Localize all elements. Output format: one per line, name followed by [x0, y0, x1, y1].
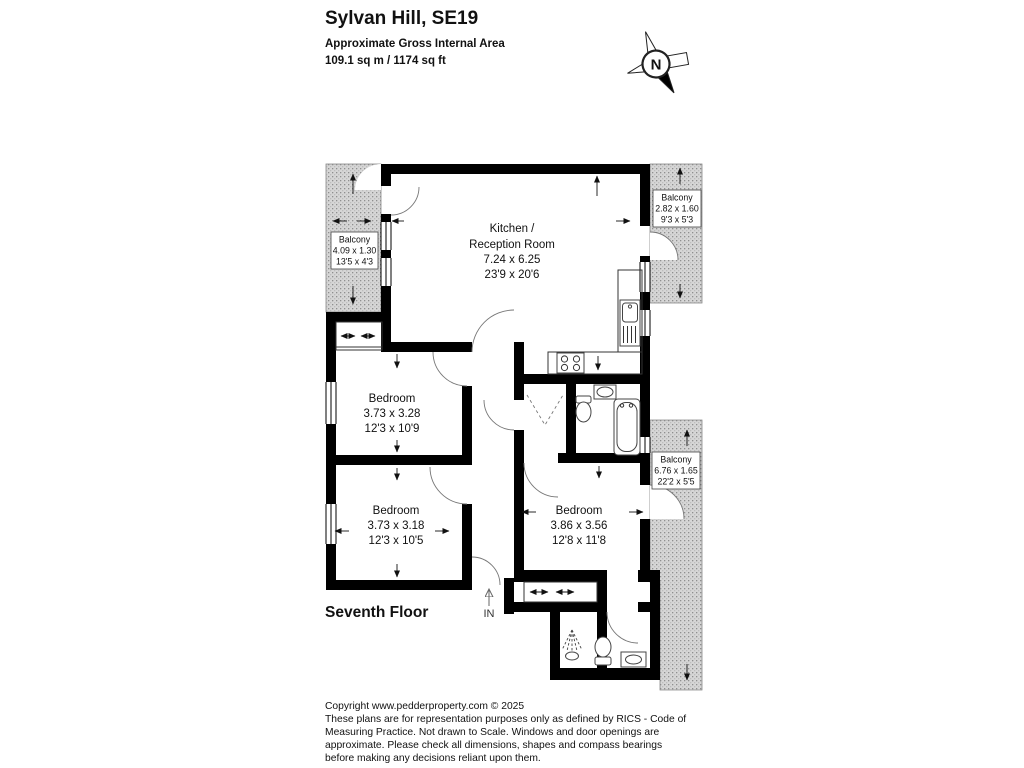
kitchen-counter-bottom	[547, 351, 643, 375]
disclaimer-line: Measuring Practice. Not drawn to Scale. …	[325, 727, 660, 738]
balcony-top-right-door-swing	[650, 232, 678, 260]
balcony-left-label: Balcony 4.09 x 1.30 13'5 x 4'3	[330, 231, 379, 270]
bedroom-3-label: Bedroom 3.86 x 3.56 12'8 x 11'8	[551, 505, 608, 547]
room-imperial: 23'9 x 20'6	[485, 269, 540, 281]
balcony-bottom-right-door-swing	[650, 485, 684, 519]
balcony-metric: 6.76 x 1.65	[654, 466, 698, 476]
area-value: 109.1 sq m / 1174 sq ft	[325, 55, 446, 67]
room-name: Bedroom	[373, 505, 420, 517]
disclaimer-line: approximate. Please check all dimensions…	[325, 740, 662, 751]
compass-icon: N	[627, 31, 690, 94]
room-metric: 7.24 x 6.25	[484, 254, 541, 266]
closets	[335, 321, 598, 603]
footer-disclaimer: Copyright www.pedderproperty.com © 2025 …	[325, 701, 686, 764]
shower-room-fixtures	[561, 629, 647, 668]
window	[639, 262, 651, 292]
room-name: Bedroom	[369, 393, 416, 405]
copyright-line: Copyright www.pedderproperty.com © 2025	[325, 701, 524, 712]
disclaimer-line: before making any decisions reliant upon…	[325, 753, 541, 764]
door-arcs	[390, 186, 685, 644]
dimension-arrows	[332, 167, 690, 681]
toilet-icon	[575, 395, 592, 423]
balcony-imperial: 22'2 x 5'5	[657, 477, 694, 487]
entrance: IN	[484, 590, 495, 620]
balcony-metric: 2.82 x 1.60	[655, 204, 699, 214]
window	[380, 258, 392, 286]
balcony-metric: 4.09 x 1.30	[333, 246, 377, 256]
balcony-name: Balcony	[339, 235, 371, 245]
hob-icon	[556, 352, 585, 374]
balcony-name: Balcony	[661, 193, 693, 203]
room-name: Reception Room	[469, 239, 555, 251]
area-subtitle: Approximate Gross Internal Area	[325, 38, 505, 50]
bathtub-icon	[613, 398, 641, 456]
window	[639, 310, 651, 336]
room-metric: 3.86 x 3.56	[551, 520, 608, 532]
room-imperial: 12'3 x 10'9	[365, 423, 420, 435]
balcony-left-door-swing	[355, 164, 381, 190]
hall-closet	[523, 581, 598, 603]
compass-north-label: N	[651, 57, 662, 74]
floor-label: Seventh Floor	[325, 604, 428, 621]
bedroom-2-label: Bedroom 3.73 x 3.18 12'3 x 10'5	[368, 505, 425, 547]
window	[380, 222, 392, 250]
room-imperial: 12'8 x 11'8	[552, 535, 606, 547]
window	[639, 437, 651, 453]
balcony-imperial: 13'5 x 4'3	[336, 257, 373, 267]
window	[325, 382, 337, 424]
sink-icon	[593, 384, 617, 400]
kitchen-sink-icon	[619, 299, 641, 347]
balcony-bottom-right-label: Balcony 6.76 x 1.65 22'2 x 5'5	[651, 451, 701, 490]
kitchen-fixtures	[547, 269, 643, 375]
room-imperial: 12'3 x 10'5	[369, 535, 424, 547]
wardrobe	[335, 321, 383, 351]
balcony-imperial: 9'3 x 5'3	[661, 215, 693, 225]
room-metric: 3.73 x 3.18	[368, 520, 425, 532]
windows	[325, 222, 651, 544]
toilet-icon	[594, 636, 612, 666]
sink-icon	[620, 651, 647, 668]
bathroom-fixtures	[575, 384, 641, 456]
disclaimer-line: These plans are for representation purpo…	[325, 714, 686, 725]
balcony-name: Balcony	[660, 455, 692, 465]
room-name: Kitchen /	[490, 223, 536, 235]
page-title: Sylvan Hill, SE19	[325, 8, 478, 29]
balcony-top-right-label: Balcony 2.82 x 1.60 9'3 x 5'3	[652, 189, 702, 228]
walls	[326, 164, 660, 680]
window	[325, 504, 337, 544]
room-metric: 3.73 x 3.28	[364, 408, 421, 420]
shower-icon	[561, 629, 583, 661]
room-name: Bedroom	[556, 505, 603, 517]
entrance-label: IN	[484, 608, 495, 620]
bedroom-1-label: Bedroom 3.73 x 3.28 12'3 x 10'9	[364, 393, 421, 435]
kitchen-label: Kitchen / Reception Room 7.24 x 6.25 23'…	[469, 223, 555, 281]
